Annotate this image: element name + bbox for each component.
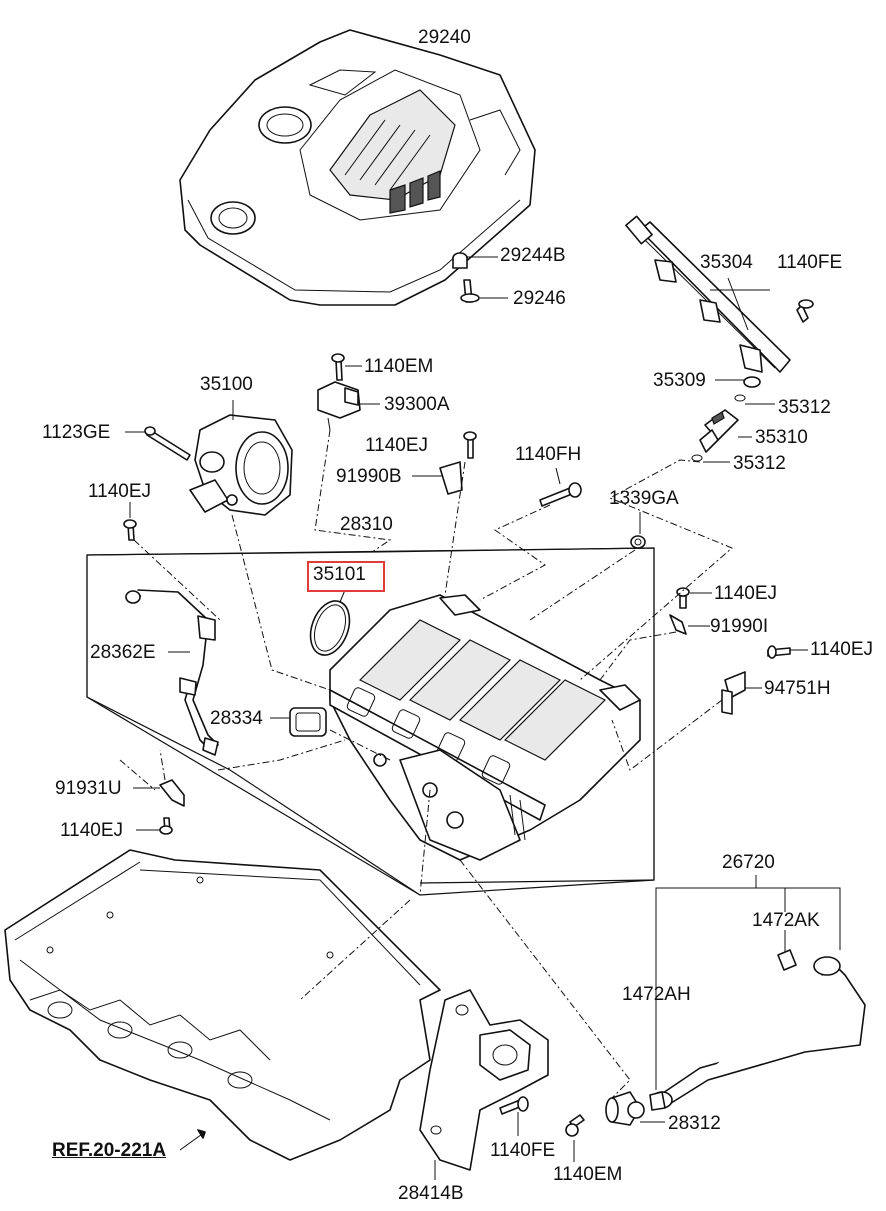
highlight-35101 — [307, 561, 385, 592]
engine-cover-29240 — [179, 29, 536, 306]
injector-35310 — [691, 376, 775, 463]
label-1140EM-bottom: 1140EM — [553, 1164, 623, 1185]
hose-28362E — [125, 589, 219, 756]
throttle-body-35100 — [189, 400, 293, 516]
gasket-35101 — [309, 589, 351, 656]
bolt-1140EJ-bottom-left — [136, 817, 173, 835]
bolt-1140EM-top — [331, 353, 362, 381]
label-29244B: 29244B — [500, 245, 566, 266]
label-28362E: 28362E — [90, 642, 156, 663]
label-35312-a: 35312 — [778, 397, 831, 418]
label-29246: 29246 — [513, 288, 566, 309]
gasket-28334 — [270, 707, 327, 737]
label-28414B: 28414B — [398, 1183, 464, 1204]
label-28334: 28334 — [210, 708, 263, 729]
leader-lines — [119, 429, 733, 1099]
bracket-94751H — [721, 671, 762, 715]
ref-label: REF.20-221A — [52, 1140, 167, 1161]
fuel-rail-35304 — [625, 215, 791, 373]
label-1140FH: 1140FH — [515, 444, 582, 465]
bolt-1140FE-top — [796, 299, 814, 323]
label-1123GE: 1123GE — [42, 422, 111, 443]
bolt-1140FE-bottom — [499, 1096, 529, 1136]
label-26720: 26720 — [722, 852, 775, 873]
bolt-1140EM-bottom — [565, 1114, 585, 1162]
label-1472AK: 1472AK — [752, 910, 820, 931]
bracket-91990I — [669, 614, 710, 635]
bolt-1123GE — [125, 426, 191, 461]
bracket-91990B — [412, 461, 463, 495]
label-28312: 28312 — [668, 1113, 721, 1134]
nut-1339GA — [630, 512, 646, 549]
label-1140EM-top: 1140EM — [364, 356, 434, 377]
label-35100: 35100 — [200, 374, 253, 395]
fitting-28312 — [605, 1091, 665, 1126]
label-1140EJ-right1: 1140EJ — [714, 583, 778, 604]
label-94751H: 94751H — [764, 678, 831, 699]
label-1140EJ-bottom-left: 1140EJ — [60, 820, 124, 841]
label-91990B: 91990B — [336, 466, 402, 487]
label-35101[interactable]: 35101 — [313, 564, 366, 585]
bracket-28414B — [419, 989, 549, 1180]
label-1140EJ-mid: 1140EJ — [365, 435, 429, 456]
stud-1140FH — [539, 467, 582, 507]
label-35310: 35310 — [755, 427, 808, 448]
ref-arrow — [179, 1129, 206, 1151]
label-35309: 35309 — [653, 370, 706, 391]
label-1140FE-bottom: 1140FE — [490, 1140, 556, 1161]
label-1472AH: 1472AH — [622, 984, 691, 1005]
bolt-1140EJ-right2 — [767, 645, 808, 659]
label-35312-b: 35312 — [733, 453, 786, 474]
label-39300A: 39300A — [384, 394, 450, 415]
bracket-91931U — [133, 779, 185, 807]
label-28310: 28310 — [340, 514, 393, 535]
label-1140EJ-left: 1140EJ — [88, 481, 152, 502]
bolt-29246 — [460, 279, 508, 303]
label-29240: 29240 — [418, 27, 471, 48]
label-1140FE-top: 1140FE — [777, 252, 843, 273]
label-91931U: 91931U — [55, 778, 122, 799]
label-35304: 35304 — [700, 252, 753, 273]
intake-manifold-28310 — [329, 594, 641, 861]
cylinder-head — [4, 849, 441, 1161]
label-1339GA: 1339GA — [609, 488, 679, 509]
sensor-39300A — [317, 381, 380, 431]
bolt-1140EJ-mid — [463, 431, 477, 459]
hose-26720 — [649, 875, 866, 1111]
bolt-1140EJ-right1 — [676, 587, 712, 609]
bolt-1140EJ-left — [123, 502, 137, 541]
label-1140EJ-right2: 1140EJ — [810, 639, 874, 660]
grommet-29244B — [452, 252, 498, 269]
label-91990I: 91990I — [710, 616, 769, 637]
